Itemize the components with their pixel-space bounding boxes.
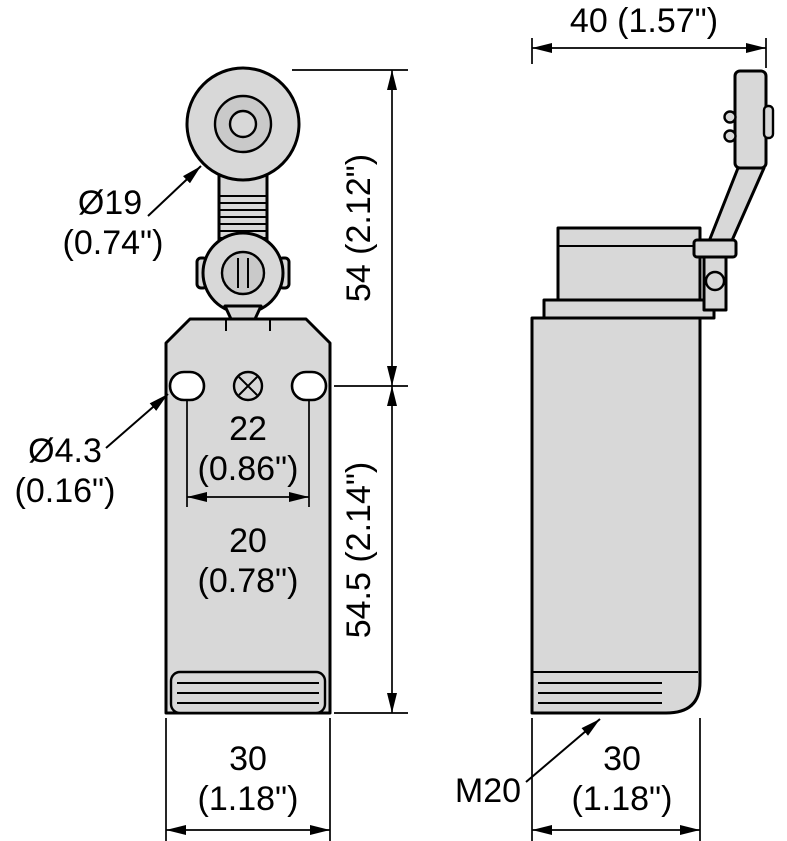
dim-text-hole-spacing-inch: (0.86")	[198, 450, 299, 488]
side-pivot-nut	[692, 238, 738, 259]
front-roller-axle	[228, 109, 258, 139]
front-view	[164, 66, 332, 715]
dimensions: 54 (2.12") 54.5 (2.14") Ø19 (0.74") Ø4.3…	[15, 2, 767, 841]
front-mounting-hole-right	[290, 370, 328, 402]
front-lever-serrations	[220, 195, 266, 239]
dim-text-hole-dia-inch: (0.16")	[15, 472, 116, 510]
dim-text-side-depth: 40 (1.57")	[570, 2, 718, 40]
leader-roller-diameter	[147, 165, 202, 217]
side-view	[530, 69, 775, 715]
side-roller-pin-top	[723, 110, 737, 124]
dim-text-slot-spacing-mm: 20	[229, 522, 267, 560]
dim-text-slot-spacing-inch: (0.78")	[198, 562, 299, 600]
dim-text-roller-dia-mm: Ø19	[78, 184, 142, 222]
front-plunger-neck	[223, 304, 263, 321]
dim-text-conduit-thread: M20	[455, 772, 521, 810]
dim-text-hole-spacing-mm: 22	[229, 410, 267, 448]
front-base-ribs	[177, 682, 319, 704]
side-body	[530, 316, 702, 715]
side-depth-extension-lines	[531, 38, 767, 68]
side-roller-hub-nub	[762, 104, 775, 140]
front-body	[164, 317, 332, 715]
leader-hole-diameter	[105, 393, 169, 449]
front-pivot-screw	[220, 250, 266, 296]
dim-text-side-width-inch: (1.18")	[572, 780, 673, 818]
dim-text-front-width-inch: (1.18")	[198, 780, 299, 818]
dim-text-body-height: 54.5 (2.14")	[340, 462, 378, 639]
dim-text-front-width-mm: 30	[229, 740, 267, 778]
side-base-ribs	[538, 682, 662, 704]
side-head-flange	[542, 298, 716, 320]
hole-spacing-extension-lines	[186, 400, 310, 507]
front-mounting-hole-left	[168, 370, 206, 402]
dim-text-hole-dia-mm: Ø4.3	[28, 432, 102, 470]
dim-text-lever-height: 54 (2.12")	[340, 154, 378, 302]
side-lever-bolt	[704, 270, 726, 292]
side-width-extension-lines	[531, 718, 701, 841]
dim-text-roller-dia-inch: (0.74")	[63, 224, 164, 262]
front-cover-screw-cross	[238, 376, 258, 396]
front-pivot-slot	[237, 258, 249, 288]
side-roller-pin-bottom	[723, 129, 737, 143]
front-width-extension-lines	[165, 718, 331, 841]
dim-text-side-width-mm: 30	[603, 740, 641, 778]
leader-conduit-thread	[525, 718, 601, 783]
side-roller	[733, 69, 768, 170]
front-plunger-cavity	[225, 319, 271, 331]
